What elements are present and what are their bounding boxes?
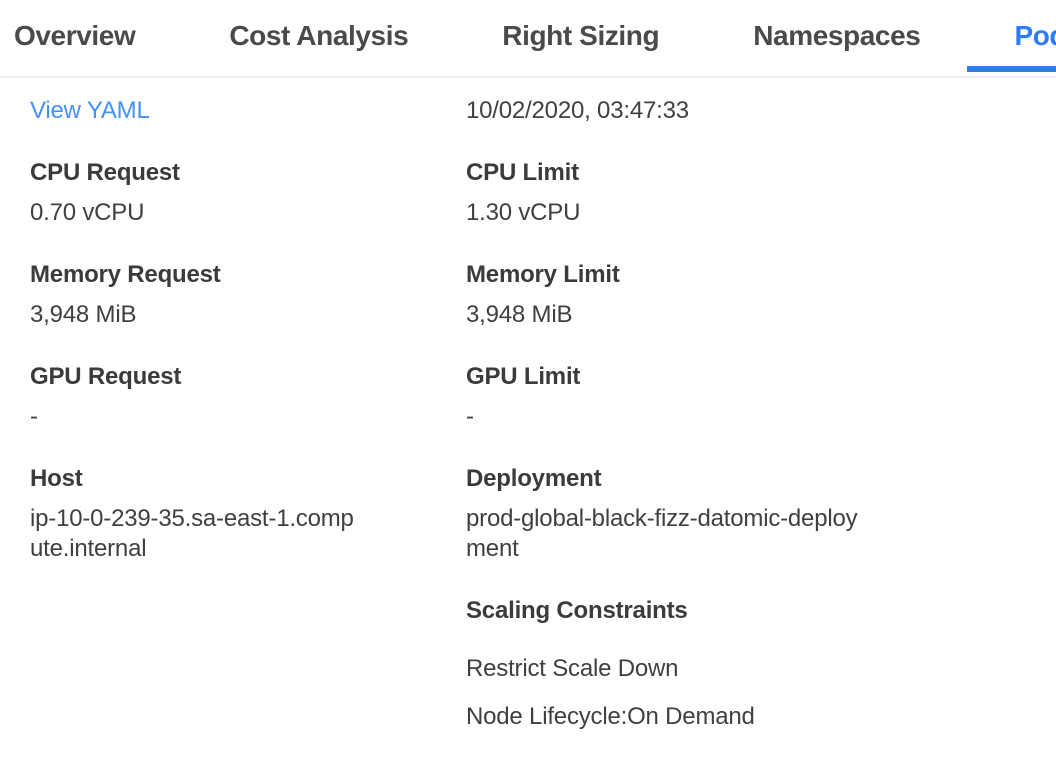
gpu-limit-value: - bbox=[466, 403, 474, 430]
gpu-limit-label: GPU Limit bbox=[466, 363, 581, 390]
field-cpu-request: CPU Request 0.70 vCPU bbox=[30, 158, 466, 228]
cpu-limit-label: CPU Limit bbox=[466, 159, 579, 186]
tab-bar: Overview Cost Analysis Right Sizing Name… bbox=[0, 0, 1056, 78]
scaling-constraints-title: Scaling Constraints bbox=[466, 597, 688, 624]
field-host: Host ip-10-0-239-35.sa-east-1.compute.in… bbox=[30, 464, 466, 564]
memory-limit-value: 3,948 MiB bbox=[466, 301, 573, 328]
field-deployment: Deployment prod-global-black-fizz-datomi… bbox=[466, 464, 1056, 564]
tab-namespaces[interactable]: Namespaces bbox=[706, 0, 967, 76]
timestamp: 10/02/2020, 03:47:33 bbox=[466, 97, 689, 124]
tab-pods-label: Pods bbox=[1014, 20, 1056, 51]
memory-request-value: 3,948 MiB bbox=[30, 301, 137, 328]
tab-overview[interactable]: Overview bbox=[0, 0, 182, 76]
field-gpu-limit: GPU Limit - bbox=[466, 362, 1056, 432]
tab-cost-analysis[interactable]: Cost Analysis bbox=[182, 0, 455, 76]
memory-limit-label: Memory Limit bbox=[466, 261, 620, 288]
host-link[interactable]: ip-10-0-239-35.sa-east-1.compute.interna… bbox=[30, 505, 354, 562]
scaling-node-lifecycle: Node Lifecycle:On Demand bbox=[466, 703, 755, 730]
tab-cost-analysis-label: Cost Analysis bbox=[229, 20, 409, 51]
tab-namespaces-label: Namespaces bbox=[753, 20, 921, 51]
view-yaml-link[interactable]: View YAML bbox=[30, 97, 150, 124]
details-column-left: View YAML CPU Request 0.70 vCPU Memory R… bbox=[30, 96, 466, 750]
details-column-right: 10/02/2020, 03:47:33 CPU Limit 1.30 vCPU… bbox=[466, 96, 1056, 750]
field-cpu-limit: CPU Limit 1.30 vCPU bbox=[466, 158, 1056, 228]
scaling-restrict-scale-down: Restrict Scale Down bbox=[466, 655, 679, 682]
deployment-link[interactable]: prod-global-black-fizz-datomic-deploymen… bbox=[466, 505, 858, 562]
gpu-request-value: - bbox=[30, 403, 38, 430]
deployment-label: Deployment bbox=[466, 465, 602, 492]
tab-overview-label: Overview bbox=[14, 20, 136, 51]
pod-details-panel: View YAML CPU Request 0.70 vCPU Memory R… bbox=[0, 78, 1056, 750]
host-label: Host bbox=[30, 465, 83, 492]
active-tab-underline bbox=[967, 66, 1056, 72]
memory-request-label: Memory Request bbox=[30, 261, 221, 288]
tab-pods[interactable]: Pods bbox=[967, 0, 1056, 76]
cpu-limit-value: 1.30 vCPU bbox=[466, 199, 581, 226]
tab-right-sizing-label: Right Sizing bbox=[502, 20, 660, 51]
tab-right-sizing[interactable]: Right Sizing bbox=[455, 0, 706, 76]
gpu-request-label: GPU Request bbox=[30, 363, 182, 390]
cpu-request-value: 0.70 vCPU bbox=[30, 199, 145, 226]
cpu-request-label: CPU Request bbox=[30, 159, 180, 186]
field-memory-request: Memory Request 3,948 MiB bbox=[30, 260, 466, 330]
field-memory-limit: Memory Limit 3,948 MiB bbox=[466, 260, 1056, 330]
scaling-constraints-section: Scaling Constraints Restrict Scale Down … bbox=[466, 596, 1056, 732]
field-gpu-request: GPU Request - bbox=[30, 362, 466, 432]
